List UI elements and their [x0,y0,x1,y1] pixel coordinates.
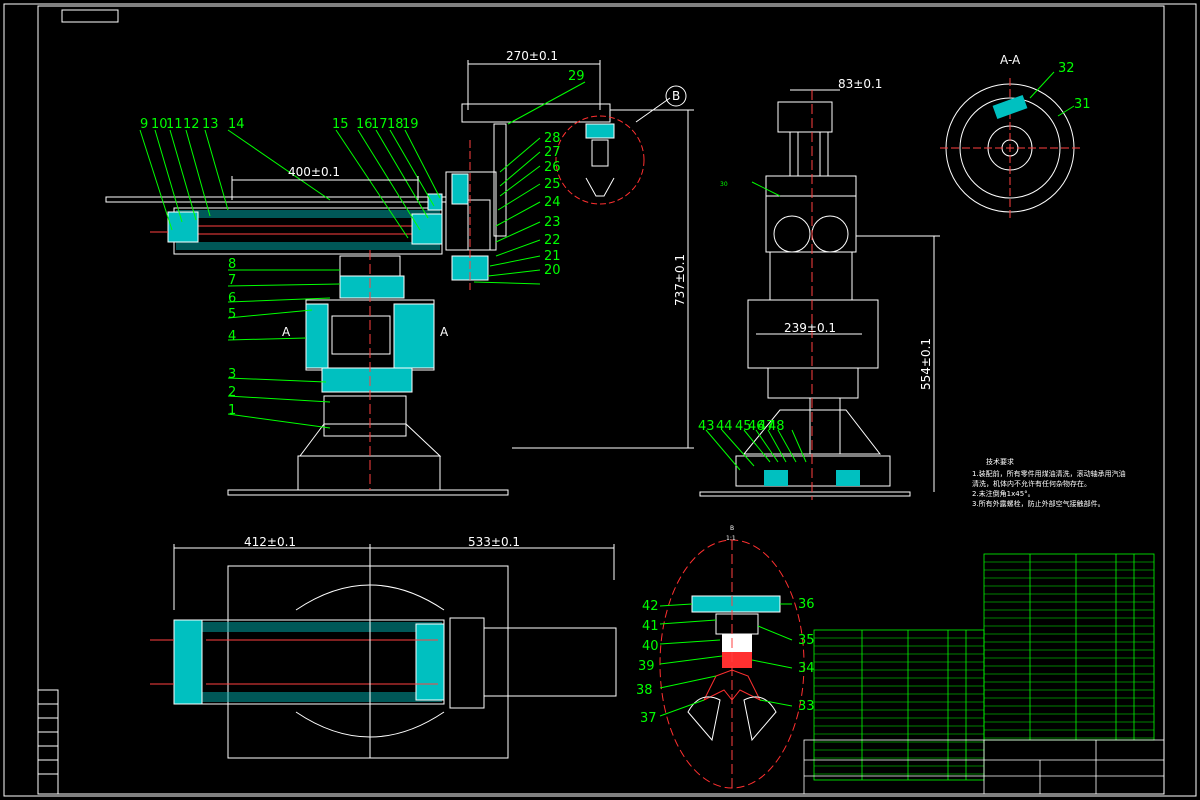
part-label: 3 [228,367,236,382]
part-label: 43 [698,419,715,434]
outer-border [3,3,1197,797]
dim-239: 239±0.1 [784,321,836,335]
section-a-a [940,71,1080,218]
leaders-side [705,181,807,471]
part-label: 37 [640,711,657,726]
front-view [105,103,611,496]
part-label: 1 [228,403,236,418]
section-label: A-A [1000,53,1021,67]
detail-b-scale: 1:1 [726,535,736,542]
detail-b-small [555,85,687,205]
section-mark-right: A [440,325,449,339]
dim-83: 83±0.1 [838,77,882,91]
title-block [803,739,1165,795]
part-label: 29 [568,69,585,84]
part-label: 6 [228,291,236,306]
part-label: 14 [228,117,245,132]
detail-b-large [659,539,805,790]
part-label: 34 [798,661,815,676]
part-label: 41 [642,619,659,634]
dim-737: 737±0.1 [673,254,687,306]
part-label: 39 [638,659,655,674]
part-label: 40 [642,639,659,654]
part-label: 5 [228,307,236,322]
section-mark-left: A [282,325,291,339]
part-label: 15 [332,117,349,132]
notes-title: 技术要求 [986,457,1014,466]
part-label: 42 [642,599,659,614]
part-label: 20 [544,263,561,278]
part-label: 9 [140,117,148,132]
part-label: 24 [544,195,561,210]
part-label: 16 [356,117,373,132]
parts-list-rows [814,561,1154,775]
part-labels-section: 32 31 [1058,61,1091,112]
part-label: 36 [798,597,815,612]
part-label: 46 [748,419,765,434]
part-label: 12 [183,117,200,132]
part-label: 32 [1058,61,1075,76]
part-label: 47 [758,419,775,434]
dim-554: 554±0.1 [919,338,933,390]
part-label: 30 [720,181,728,188]
note-line-1: 1.装配前，所有零件用煤油清洗，滚动轴承用汽油 [972,469,1126,478]
part-label: 44 [716,419,733,434]
part-label: 2 [228,385,236,400]
part-label: 26 [544,160,561,175]
note-line-4: 3.所有外露螺栓，防止外部空气接触部件。 [972,499,1105,508]
part-label: 31 [1074,97,1091,112]
dim-270: 270±0.1 [506,49,558,63]
part-label: 19 [402,117,419,132]
title-tab [61,9,119,23]
part-labels-detail-left: 42 41 40 39 38 37 [636,599,659,726]
inner-border [37,5,1165,795]
side-view [699,90,911,500]
part-label: 25 [544,177,561,192]
note-line-3: 2.未注倒角1x45°。 [972,489,1035,498]
top-view [150,565,617,759]
leaders-front [139,81,586,429]
part-label: 10 [151,117,168,132]
detail-b-title: B [730,525,734,532]
part-label: 28 [544,131,561,146]
part-label: 22 [544,233,561,248]
part-label: 27 [544,145,561,160]
part-label: 7 [228,273,236,288]
leaders-detail [659,603,793,717]
dimension-lines [173,60,940,610]
part-label: 33 [798,699,815,714]
part-label: 21 [544,249,561,264]
part-label: 23 [544,215,561,230]
dim-533: 533±0.1 [468,535,520,549]
part-label: 4 [228,329,236,344]
dim-400: 400±0.1 [288,165,340,179]
note-line-2: 清洗，机体内不允许有任何杂物存在。 [972,479,1091,488]
margin-table [37,689,59,795]
part-label: 38 [636,683,653,698]
part-label: 45 [735,419,752,434]
dim-412: 412±0.1 [244,535,296,549]
part-label: 13 [202,117,219,132]
part-label: 11 [166,117,183,132]
part-label: 35 [798,633,815,648]
part-label: 17 [371,117,388,132]
part-label: 18 [387,117,404,132]
part-labels-detail-right: 36 35 34 33 [798,597,815,714]
part-label: 48 [768,419,785,434]
part-label: 8 [228,257,236,272]
detail-mark-b: B [672,89,680,103]
